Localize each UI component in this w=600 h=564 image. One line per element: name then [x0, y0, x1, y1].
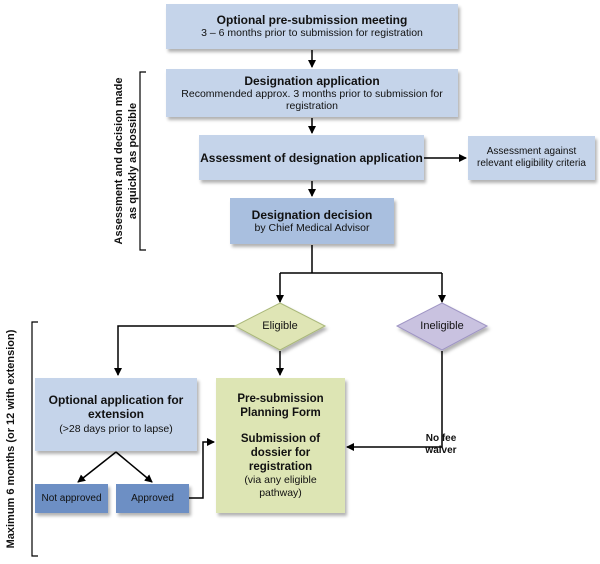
designation-decision-sub: by Chief Medical Advisor [254, 221, 370, 234]
arrow-approved-to-submission [189, 438, 215, 499]
no-fee-waiver-label: No fee waiver [425, 433, 457, 456]
approved-text: Approved [131, 492, 174, 504]
arrow-ineligible-to-submission [346, 351, 443, 451]
bracket-top-label: Assessment and decision made as quickly … [113, 77, 139, 245]
bracket-top [139, 71, 146, 251]
bracket-bottom [31, 321, 38, 557]
designation-decision-title: Designation decision [251, 207, 373, 222]
submission-title-1: Pre-submission Planning Form [237, 393, 324, 419]
eligible-diamond [233, 302, 327, 351]
eligibility-criteria-box: Assessment against relevant eligibility … [468, 136, 595, 180]
arrow-extension-to-not-approved [77, 451, 117, 483]
not-approved-text: Not approved [41, 492, 102, 504]
submission-box: Pre-submission Planning Form Submission … [216, 378, 345, 513]
ineligible-label: Ineligible [420, 320, 464, 332]
approved-box: Approved [116, 484, 189, 513]
extension-sub: (>28 days prior to lapse) [59, 423, 173, 436]
assessment-title: Assessment of designation application [200, 150, 423, 165]
eligibility-criteria-text: Assessment against relevant eligibility … [477, 146, 586, 169]
designation-application-box: Designation application Recommended appr… [166, 69, 458, 117]
arrow-eligible-to-extension [114, 325, 236, 376]
assessment-box: Assessment of designation application [199, 135, 424, 180]
pre-submission-meeting-title: Optional pre-submission meeting [216, 13, 408, 28]
designation-application-title: Designation application [244, 73, 380, 88]
bracket-bottom-label: Maximum 6 months (or 12 with extension) [5, 329, 17, 549]
split-line [280, 245, 442, 274]
ineligible-diamond [395, 302, 489, 351]
extension-title: Optional application for extension [48, 393, 184, 422]
pre-submission-meeting-box: Optional pre-submission meeting 3 – 6 mo… [166, 4, 458, 49]
pre-submission-meeting-sub: 3 – 6 months prior to submission for reg… [201, 27, 423, 40]
submission-sub: (via any eligible pathway) [244, 474, 317, 499]
arrow-extension-to-approved [115, 451, 153, 483]
submission-title-2: Submission of dossier for registration [240, 433, 321, 473]
extension-box: Optional application for extension (>28 … [35, 378, 197, 451]
designation-decision-box: Designation decision by Chief Medical Ad… [230, 198, 394, 244]
not-approved-box: Not approved [35, 484, 108, 513]
eligible-label: Eligible [262, 320, 298, 332]
designation-application-sub: Recommended approx. 3 months prior to su… [181, 87, 443, 113]
